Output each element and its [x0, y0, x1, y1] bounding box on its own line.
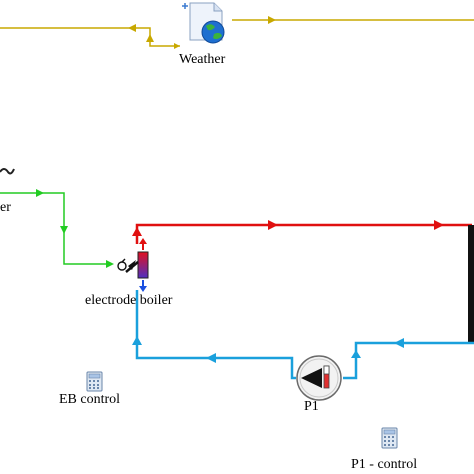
control-wire — [0, 192, 112, 265]
eb-control-label: EB control — [59, 392, 121, 407]
calculator-icon[interactable] — [381, 427, 398, 449]
cold-return-pipe — [343, 341, 474, 380]
hot-pipe-arrow — [268, 220, 278, 230]
hot-pipe-arrow — [132, 227, 142, 236]
cold-pipe-arrow — [351, 350, 361, 358]
control-wire-arrow — [36, 189, 44, 197]
p1-label: P1 — [304, 399, 319, 414]
weather-wires — [0, 19, 474, 47]
electrode-boiler-icon[interactable] — [117, 238, 149, 292]
weather-wire-arrow — [268, 16, 276, 24]
hot-supply-pipe — [135, 223, 472, 244]
hot-pipe-arrows — [132, 220, 444, 236]
partial-icon — [0, 168, 15, 175]
control-wire-arrow — [60, 226, 68, 234]
cold-pipe-arrow — [132, 336, 142, 345]
weather-wire-arrows — [128, 16, 276, 49]
hot-pipe-arrow — [434, 220, 444, 230]
weather-wire-arrow — [128, 24, 136, 32]
partial-component-label: er — [0, 200, 11, 215]
pump-icon[interactable] — [296, 355, 342, 401]
control-wire-arrow — [106, 260, 114, 268]
weather-wire-arrow — [174, 43, 180, 49]
weather-wire-arrow — [146, 34, 154, 42]
cold-pipe-arrow — [394, 338, 404, 348]
cold-pipe-arrows — [132, 336, 404, 363]
cold-return-pipe-2 — [135, 290, 296, 380]
control-wire-arrows — [36, 189, 114, 268]
calculator-icon[interactable] — [86, 371, 103, 392]
weather-label: Weather — [179, 52, 226, 67]
p1-control-label: P1 - control — [351, 457, 418, 472]
weather-wire-left — [0, 27, 180, 47]
electrode-boiler-label: electrode boiler — [85, 293, 173, 308]
weather-file-globe-icon[interactable] — [182, 2, 225, 44]
cold-pipe-arrow — [206, 353, 216, 363]
load-bar — [468, 225, 474, 343]
